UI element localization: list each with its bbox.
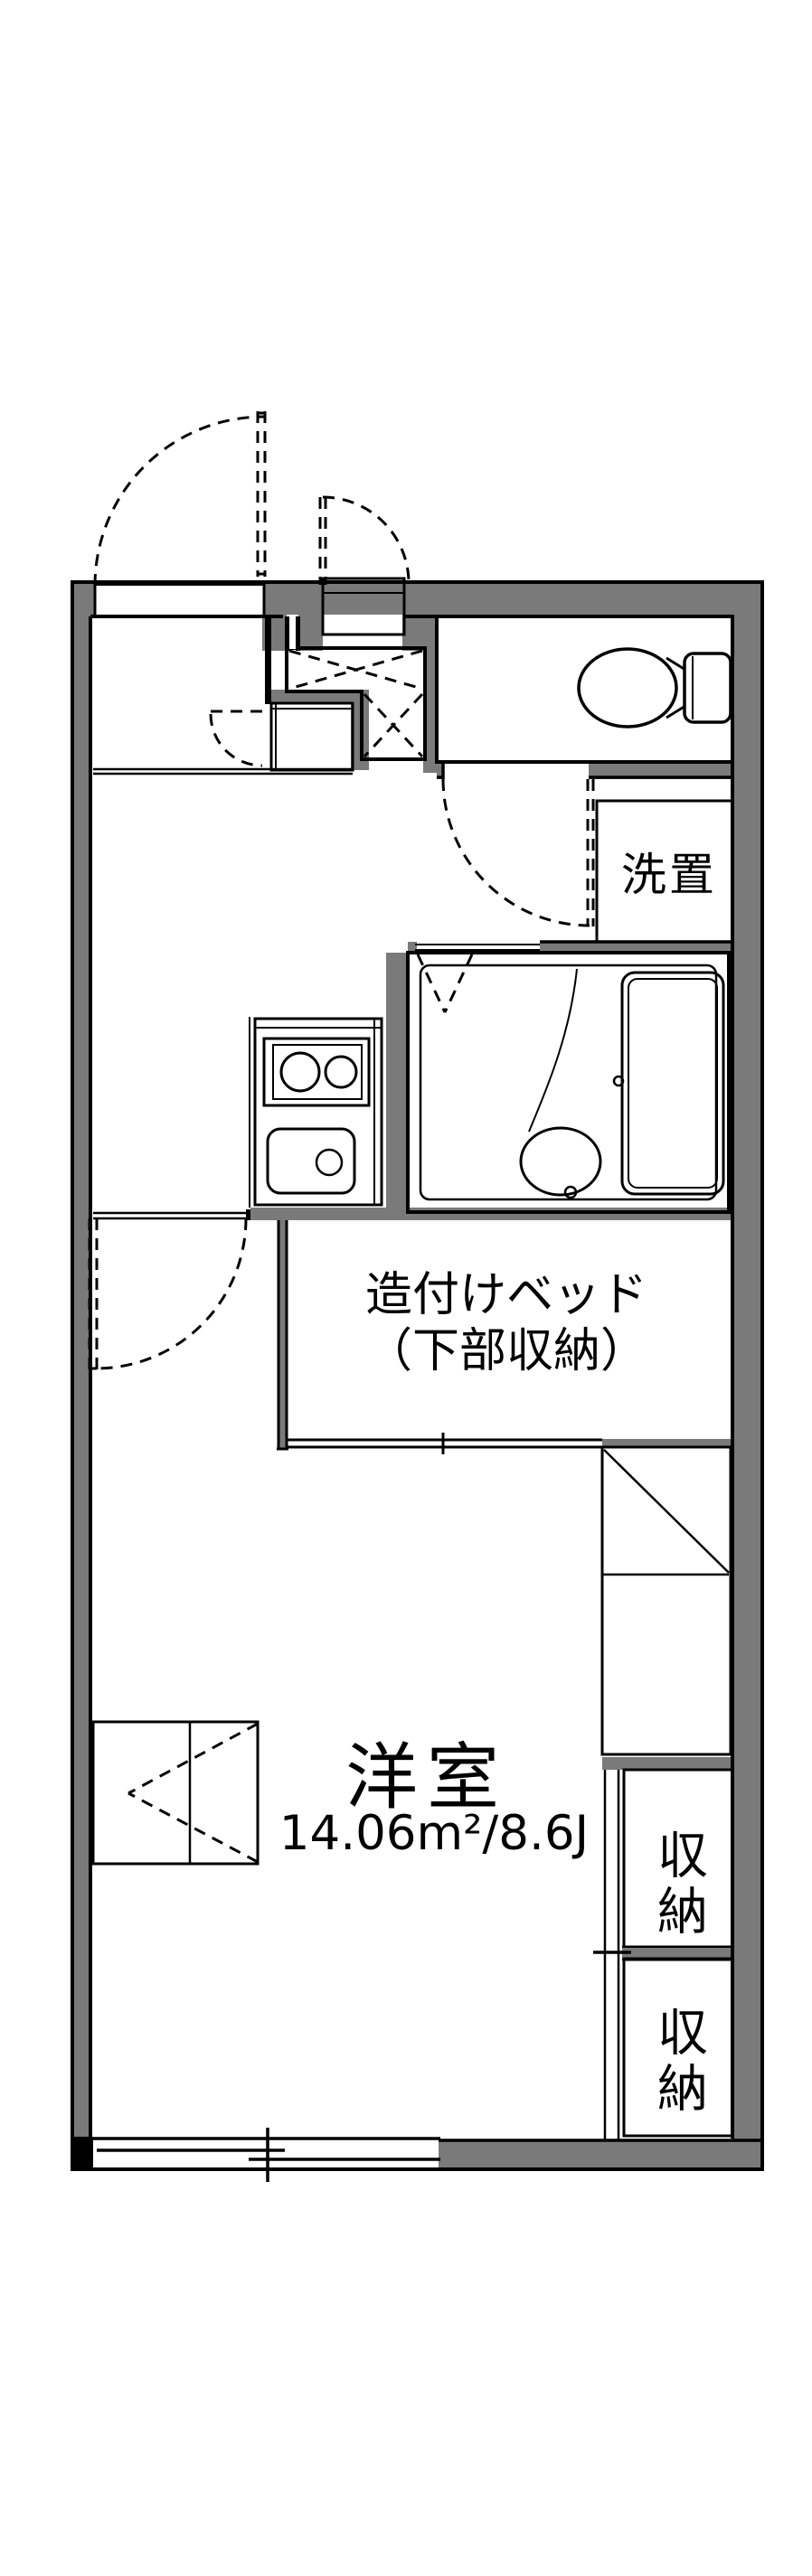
bath-folding-door	[416, 954, 474, 1013]
storage-door-panel	[321, 577, 406, 636]
entrance-door-leaf	[256, 411, 267, 577]
entrance-door-arc	[93, 415, 265, 587]
hall-door-arc	[209, 713, 263, 767]
folding-desk	[91, 1720, 260, 1866]
shoe-cabinet	[269, 701, 354, 772]
storage-door-arc	[322, 495, 411, 584]
built-in-bed-label-line2: （下部収納）	[364, 1324, 647, 1378]
stove-icon	[262, 1037, 371, 1107]
built-in-bed-label-line1: 造付けベッド	[364, 1268, 647, 1322]
walls	[74, 584, 761, 2169]
bathroom-inner-line	[419, 964, 718, 1201]
storage-x-marks	[288, 649, 424, 758]
storage-door-leaf	[318, 497, 327, 585]
kitchen-unit	[253, 1017, 383, 1207]
room-door-arc	[95, 1217, 248, 1370]
door-swings	[88, 411, 595, 1864]
western-room-label: 洋室	[345, 1735, 508, 1819]
wall-edges	[71, 580, 764, 2182]
washbasin-icon	[519, 968, 602, 1199]
fixtures	[188, 647, 732, 1864]
laundry-label: 洗置	[621, 849, 717, 901]
room-size-label: 14.06m²/8.6J	[279, 1806, 590, 1861]
room-door-leaf	[88, 1218, 99, 1371]
closet-lower-label: 収納	[648, 2006, 708, 2118]
storage-x-box	[285, 646, 427, 761]
bathroom	[406, 951, 731, 1214]
washroom-door-arc	[441, 778, 590, 927]
washroom-door-leaf	[586, 779, 595, 926]
desk-fold-marks	[127, 1722, 259, 1864]
side-closet	[600, 1445, 732, 1756]
bathtub-icon	[612, 971, 725, 1196]
toilet-icon	[577, 647, 732, 729]
closet-upper-label: 収納	[648, 1829, 708, 1941]
built-in-bed-label: 造付けベッド （下部収納）	[280, 1267, 732, 1379]
sink-icon	[266, 1127, 356, 1195]
entrance-opening	[95, 580, 264, 616]
